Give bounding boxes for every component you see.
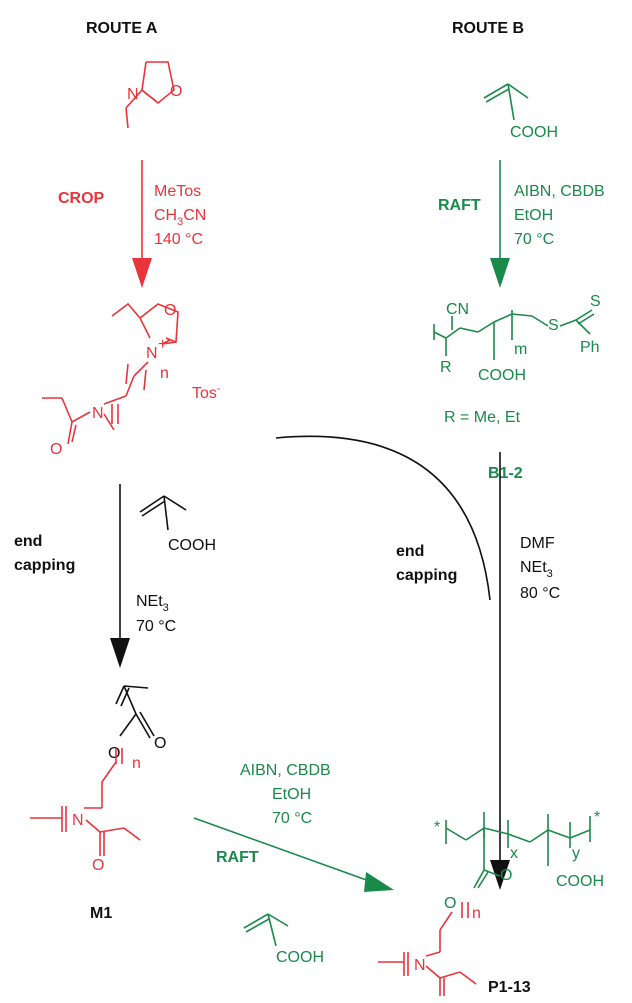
- amide-n-1: N: [92, 405, 104, 422]
- ring-charge: +: [158, 336, 167, 353]
- sulfur-2: S: [590, 293, 601, 310]
- m1-label: M1: [90, 905, 112, 922]
- ester-link-product: O: [444, 895, 456, 912]
- r-group: R: [440, 359, 452, 376]
- raft-arrowhead-combined: [364, 872, 394, 892]
- acid-label-combined: COOH: [276, 949, 324, 966]
- methacrylic-acid-combined: COOH: [243, 913, 324, 966]
- crop-label: CROP: [58, 190, 105, 207]
- end-capping-reagent-b-1: DMF: [520, 535, 555, 552]
- methacrylic-acid-monomer-b: COOH: [483, 83, 558, 141]
- acid-label-b: COOH: [510, 124, 558, 141]
- repeat-n-m1: n: [132, 755, 141, 772]
- b1-2-label: B1-2: [488, 465, 523, 482]
- r-definition: R = Me, Et: [444, 409, 521, 426]
- star-left: *: [434, 819, 440, 836]
- end-capping-arrowhead-a: [110, 638, 130, 668]
- end-capping-reagent-a: NEt3: [136, 593, 169, 614]
- acid-label-product: COOH: [556, 873, 604, 890]
- end-capping-temp-b: 80 °C: [520, 585, 560, 602]
- atom-n: N: [127, 86, 139, 103]
- amide-n-m1: N: [72, 812, 84, 829]
- crop-temperature: 140 °C: [154, 231, 203, 248]
- raft-label-b: RAFT: [438, 197, 481, 214]
- acid-label-raft: COOH: [478, 367, 526, 384]
- combined-reagent-1: AIBN, CBDB: [240, 762, 331, 779]
- raft-arrow-combined: [193, 817, 373, 883]
- raft-polymer: CN R COOH m S S Ph: [433, 293, 601, 384]
- end-capping-label-a-1: end: [14, 533, 42, 550]
- raft-label-combined: RAFT: [216, 849, 259, 866]
- crop-reagent-2: CH3CN: [154, 207, 206, 228]
- end-capping-temp-a: 70 °C: [136, 618, 176, 635]
- living-polymer: O N + n N O Tos-: [42, 302, 221, 458]
- ester-o-m1: O: [154, 735, 166, 752]
- curved-end-capping-arrow: [275, 435, 491, 601]
- ring-n: N: [146, 345, 158, 362]
- combined-reagent-2: EtOH: [272, 786, 311, 803]
- macromonomer-m1: O O n N O: [30, 685, 166, 874]
- amide-n-product: N: [414, 957, 426, 974]
- repeat-n-1: n: [160, 365, 169, 382]
- oxazoline-monomer: N O: [125, 61, 182, 129]
- end-capping-label-b-2: capping: [396, 567, 457, 584]
- ester-o-product: O: [500, 867, 512, 884]
- cn-group: CN: [446, 301, 469, 318]
- repeat-m: m: [514, 341, 527, 358]
- amide-o-m1: O: [92, 857, 104, 874]
- route-a-header: ROUTE A: [86, 20, 158, 37]
- atom-o: O: [170, 83, 182, 100]
- phenyl-group: Ph: [580, 339, 600, 356]
- repeat-n-product: n: [472, 905, 481, 922]
- sulfur-1: S: [548, 317, 559, 334]
- ring-o: O: [164, 302, 176, 319]
- combined-temperature: 70 °C: [272, 810, 312, 827]
- end-capping-reagent-b-2: NEt3: [520, 559, 553, 580]
- repeat-y: y: [572, 845, 580, 862]
- p1-13-label: P1-13: [488, 979, 531, 996]
- acid-label-a: COOH: [168, 537, 216, 554]
- crop-reagent-1: MeTos: [154, 183, 201, 200]
- end-capping-label-b-1: end: [396, 543, 424, 560]
- raft-reagent-2: EtOH: [514, 207, 553, 224]
- raft-temperature: 70 °C: [514, 231, 554, 248]
- ester-link-m1: O: [108, 745, 120, 762]
- product-polymer: * x y * COOH O O n N: [378, 809, 604, 996]
- repeat-x: x: [510, 845, 518, 862]
- route-b-header: ROUTE B: [452, 20, 524, 37]
- end-capping-label-a-2: capping: [14, 557, 75, 574]
- star-right: *: [594, 809, 600, 826]
- raft-arrowhead-b: [490, 258, 510, 288]
- counterion: Tos-: [192, 383, 221, 402]
- methacrylic-acid-reagent-a: COOH: [139, 495, 216, 554]
- crop-arrowhead: [132, 258, 152, 288]
- amide-o-1: O: [50, 441, 62, 458]
- end-capping-arrowhead-b: [490, 860, 510, 890]
- raft-reagent-1: AIBN, CBDB: [514, 183, 605, 200]
